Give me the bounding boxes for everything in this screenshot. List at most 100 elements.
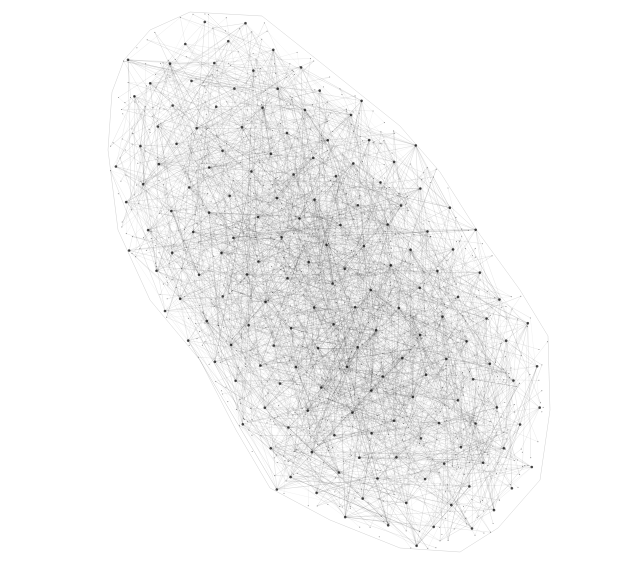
graph-edge xyxy=(198,205,358,243)
graph-edge xyxy=(353,255,420,288)
graph-edge xyxy=(129,186,288,251)
graph-edge xyxy=(427,231,437,339)
graph-edge xyxy=(240,403,243,425)
graph-edge xyxy=(264,345,299,408)
graph-edge xyxy=(316,462,470,494)
graph-edge xyxy=(221,252,281,270)
graph-edge xyxy=(196,128,208,194)
graph-edge xyxy=(214,310,284,362)
graph-edge xyxy=(143,107,263,185)
graph-node xyxy=(229,343,233,347)
graph-edge xyxy=(357,347,408,455)
graph-edge xyxy=(143,230,149,238)
graph-edge xyxy=(381,357,504,449)
graph-edge xyxy=(250,134,402,206)
graph-edge xyxy=(353,131,365,247)
graph-edge xyxy=(452,341,467,467)
graph-edge xyxy=(307,410,411,548)
graph-edge xyxy=(188,195,284,341)
graph-edge xyxy=(332,260,447,284)
graph-node xyxy=(175,142,178,146)
graph-edge xyxy=(362,478,378,499)
graph-edge xyxy=(273,266,296,346)
graph-edge xyxy=(406,396,414,531)
graph-edge xyxy=(250,246,364,348)
graph-edge xyxy=(382,265,391,377)
graph-edge xyxy=(383,384,470,487)
graph-node xyxy=(143,110,146,112)
graph-node xyxy=(353,130,355,132)
graph-edge xyxy=(269,378,414,398)
graph-edge xyxy=(128,82,288,134)
graph-edge xyxy=(307,205,358,238)
graph-node xyxy=(332,184,334,186)
graph-edge xyxy=(521,407,540,450)
graph-edge xyxy=(290,96,328,141)
graph-node xyxy=(171,254,173,256)
graph-node xyxy=(363,236,365,238)
graph-edge xyxy=(358,363,490,399)
graph-edge xyxy=(193,231,235,247)
graph-node xyxy=(235,226,237,229)
graph-node xyxy=(339,473,341,475)
graph-edge xyxy=(134,96,182,269)
graph-edge xyxy=(117,229,151,301)
graph-edge xyxy=(321,344,363,388)
graph-edge xyxy=(376,380,514,479)
graph-edge xyxy=(372,224,388,373)
graph-edge xyxy=(351,351,426,480)
graph-edge xyxy=(206,219,355,322)
graph-node xyxy=(341,506,343,508)
graph-edge xyxy=(452,339,474,380)
graph-node xyxy=(539,402,542,404)
graph-edge xyxy=(437,270,450,358)
graph-edge xyxy=(334,435,470,487)
graph-node xyxy=(379,238,381,240)
graph-edge xyxy=(297,138,334,325)
graph-node xyxy=(205,113,207,115)
graph-edge xyxy=(382,376,490,403)
graph-node xyxy=(278,382,282,385)
graph-edge xyxy=(260,352,345,366)
graph-edge xyxy=(232,328,292,340)
graph-edge xyxy=(530,317,540,408)
graph-edge xyxy=(216,106,258,257)
graph-node xyxy=(507,429,509,431)
graph-edge xyxy=(350,246,365,389)
graph-node xyxy=(289,305,292,307)
graph-edge xyxy=(314,307,406,318)
graph-edge xyxy=(208,212,242,339)
graph-node xyxy=(328,446,330,448)
graph-node xyxy=(291,98,293,100)
graph-node xyxy=(248,429,250,431)
graph-node xyxy=(333,434,336,437)
graph-edge xyxy=(196,107,263,224)
graph-node xyxy=(362,244,366,248)
graph-edge xyxy=(274,418,339,473)
graph-edge xyxy=(172,90,266,106)
graph-edge xyxy=(226,101,271,154)
graph-node xyxy=(120,180,122,182)
graph-edge xyxy=(158,128,197,271)
graph-edge xyxy=(341,374,427,418)
graph-edge xyxy=(284,357,322,388)
graph-node xyxy=(405,501,408,505)
graph-node xyxy=(289,266,291,268)
graph-edge xyxy=(313,157,391,306)
graph-node xyxy=(298,263,300,265)
graph-node xyxy=(291,203,293,205)
graph-node xyxy=(309,158,311,160)
graph-edge xyxy=(242,424,277,456)
graph-node xyxy=(228,176,230,178)
graph-edge xyxy=(269,139,370,190)
graph-edge xyxy=(317,348,353,427)
graph-edge xyxy=(202,311,236,381)
graph-edge xyxy=(273,345,337,350)
graph-edge xyxy=(351,351,490,364)
graph-edge xyxy=(272,278,288,293)
graph-edge xyxy=(427,231,467,342)
graph-edge xyxy=(330,180,388,225)
graph-node xyxy=(418,442,420,444)
graph-edge xyxy=(371,337,423,391)
graph-edge xyxy=(286,132,320,276)
